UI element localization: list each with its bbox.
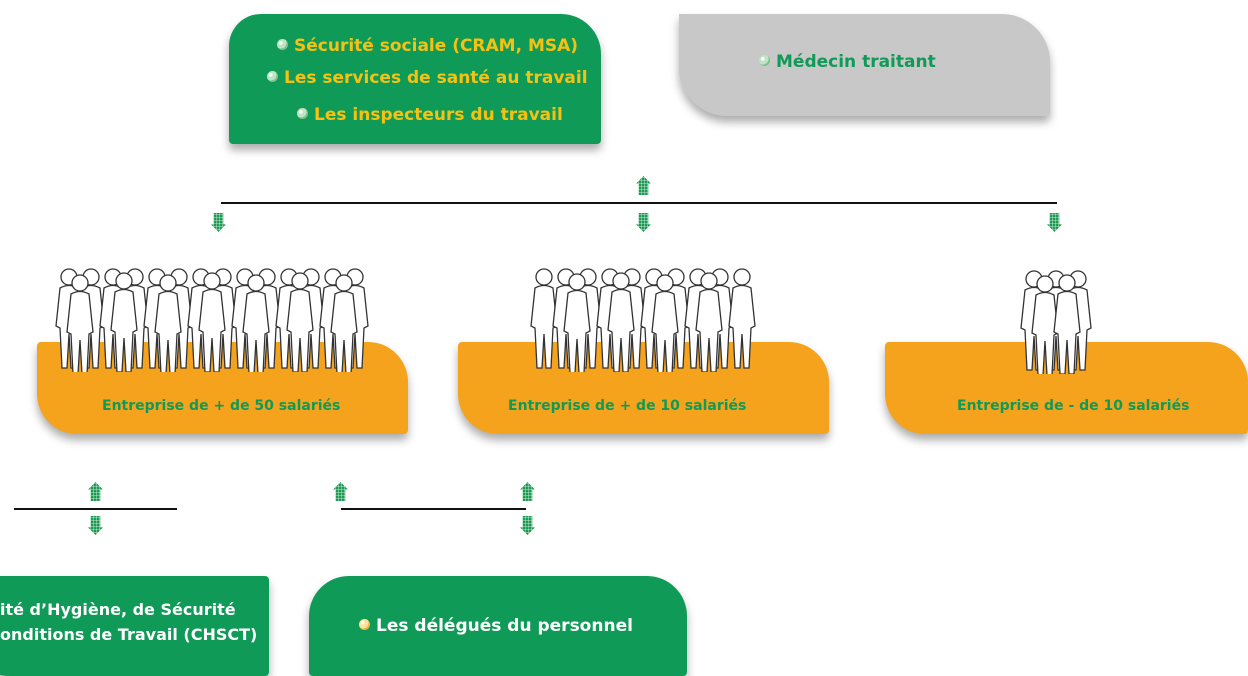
arrow-up-icon (520, 482, 535, 501)
arrow-up-icon (333, 482, 348, 501)
chsct-line: onditions de Travail (CHSCT) (0, 625, 258, 644)
arrow-down-icon (520, 516, 535, 535)
institutions-box: Sécurité sociale (CRAM, MSA) Les service… (229, 14, 601, 144)
enterprise-label: Entreprise de - de 10 salariés (957, 398, 1190, 414)
medecin-box: Médecin traitant (679, 14, 1050, 116)
medecin-label: Médecin traitant (759, 52, 936, 72)
bullet-icon (267, 71, 278, 82)
chsct-line: ité d’Hygiène, de Sécurité (0, 600, 236, 619)
connector-line (14, 508, 177, 510)
delegues-label: Les délégués du personnel (359, 616, 633, 636)
chsct-box: ité d’Hygiène, de Sécurité onditions de … (0, 576, 269, 676)
arrow-down-icon (88, 516, 103, 535)
bullet-icon (277, 39, 288, 50)
enterprise-label: Entreprise de + de 50 salariés (102, 398, 341, 414)
institution-item: Sécurité sociale (CRAM, MSA) (277, 36, 578, 56)
delegues-box: Les délégués du personnel (309, 576, 687, 676)
bullet-icon (359, 619, 370, 630)
arrow-down-icon (636, 213, 651, 232)
arrow-down-icon (1047, 213, 1062, 232)
bullet-icon (297, 108, 308, 119)
people-silhouettes (55, 268, 369, 372)
enterprise-label: Entreprise de + de 10 salariés (508, 398, 747, 414)
arrow-up-icon (88, 482, 103, 501)
connector-line (341, 508, 526, 510)
enterprise-10-plus-box (458, 342, 829, 434)
people-silhouettes (530, 268, 756, 372)
people-silhouettes (1020, 270, 1092, 374)
connector-line (221, 202, 1057, 204)
arrow-down-icon (211, 213, 226, 232)
bullet-icon (759, 55, 770, 66)
arrow-up-icon (636, 176, 651, 195)
institution-item: Les services de santé au travail (267, 68, 588, 88)
institution-item: Les inspecteurs du travail (297, 105, 563, 125)
